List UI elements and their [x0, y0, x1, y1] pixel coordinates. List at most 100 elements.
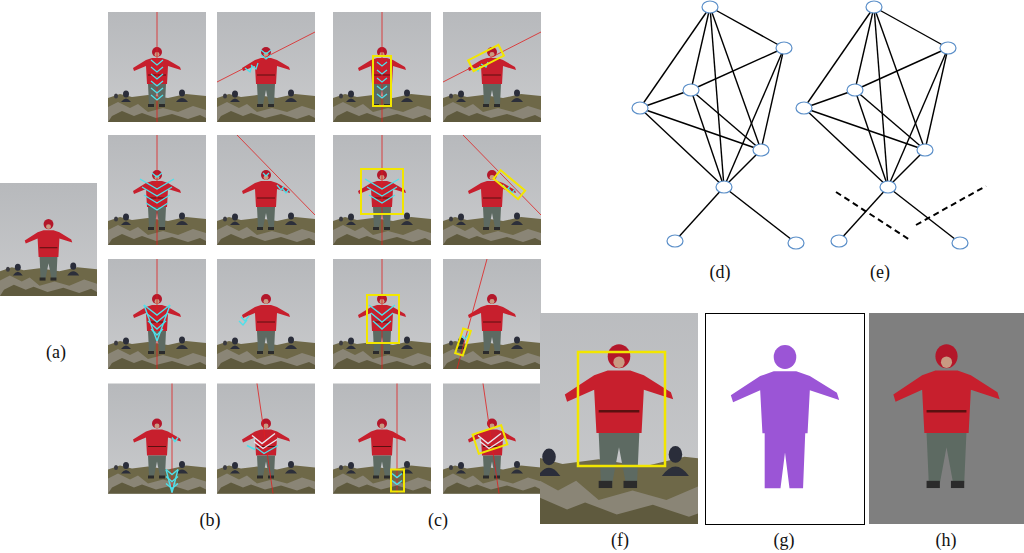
photo-overlay [157, 305, 170, 341]
photo-box [377, 70, 387, 74]
mask-frame [706, 314, 865, 525]
photo-box [443, 384, 541, 494]
photo-box [391, 470, 404, 492]
graph [724, 48, 784, 187]
graph [804, 108, 888, 187]
panel-label: (h) [936, 530, 957, 551]
photo-box [463, 135, 541, 215]
graph [691, 48, 784, 90]
photo-box [365, 179, 399, 203]
graph-vertex [716, 181, 732, 193]
panel-label: (b) [200, 510, 221, 531]
photo-overlay [151, 60, 163, 65]
photo-overlay [108, 135, 206, 245]
photo-overlay [237, 135, 315, 215]
photo-box [369, 305, 395, 315]
photo-box [457, 259, 487, 369]
graph-vertex [632, 102, 648, 114]
graph-vertex [940, 42, 956, 54]
graph [888, 187, 960, 243]
photo-box [443, 259, 541, 369]
mask-silhouette [731, 345, 839, 488]
graph-vertex [632, 1, 804, 249]
mask-silhouette [731, 345, 839, 488]
photo-overlay [144, 305, 157, 341]
photo-box [392, 474, 402, 485]
segmented-person [893, 344, 999, 488]
graph [761, 48, 784, 150]
panel-label: (a) [46, 342, 66, 363]
mask-silhouette [774, 345, 797, 369]
graph [691, 90, 724, 187]
photo-overlay [261, 55, 271, 59]
photo-overlay [108, 12, 206, 122]
photo-box [443, 12, 541, 122]
graph-vertex [683, 84, 699, 96]
graph-vertex [702, 1, 718, 13]
photo-overlay [245, 50, 271, 72]
photo-overlay [217, 12, 315, 122]
photo-overlay [108, 384, 206, 494]
photo-overlay [140, 179, 174, 189]
photo [0, 183, 97, 296]
photo-overlay [261, 50, 271, 54]
graph-vertex [917, 144, 933, 156]
graph-vertex [788, 237, 804, 249]
photo-box [333, 259, 431, 369]
cut-line [836, 192, 910, 240]
graph-vertex [880, 181, 896, 193]
graph-vertex [667, 235, 683, 247]
photo-box [333, 12, 431, 122]
graph-vertex [796, 1, 968, 249]
photo-box [494, 170, 526, 199]
graph [640, 7, 796, 243]
photo-box [468, 45, 504, 71]
photo-box [373, 56, 391, 106]
photo-overlay [144, 305, 170, 315]
photo-overlay [151, 95, 163, 100]
graph [640, 7, 710, 108]
graph [724, 187, 796, 243]
photo-box [377, 94, 387, 98]
graph [855, 48, 948, 90]
photo-overlay [172, 470, 178, 493]
photo-overlay [146, 203, 168, 210]
photo-box [392, 474, 402, 478]
segmented-person [893, 344, 999, 488]
photo-overlay [282, 188, 289, 193]
photo-box [443, 135, 541, 245]
photo-box [377, 78, 387, 82]
photo-overlay [263, 173, 289, 193]
photo-box [392, 481, 402, 485]
graph [804, 7, 960, 243]
graph [888, 48, 948, 187]
photo-overlay [257, 384, 273, 494]
photo-overlay [108, 384, 206, 494]
photo-box [455, 328, 471, 355]
photo-overlay [151, 74, 163, 79]
photo-overlay [151, 60, 163, 100]
photo-overlay [263, 173, 269, 176]
photo-box [377, 62, 387, 66]
graph [804, 7, 874, 108]
graph [640, 108, 724, 187]
photo-overlay [151, 81, 163, 86]
graph [874, 7, 948, 48]
photo-overlay [140, 173, 174, 210]
panel-label: (e) [870, 262, 890, 283]
panel-label: (g) [774, 530, 795, 551]
graph [724, 150, 761, 187]
photo-box [443, 12, 541, 122]
photo-overlay [157, 12, 158, 122]
photo-box [377, 86, 387, 90]
graph-vertex [753, 144, 769, 156]
photo-box [367, 187, 397, 196]
photo-crop [508, 260, 729, 524]
graph [675, 187, 724, 241]
photo-overlay [217, 135, 315, 245]
photo-overlay [151, 67, 163, 72]
photo-box [373, 321, 391, 329]
photo-overlay [239, 316, 249, 325]
photo-box [333, 135, 431, 245]
